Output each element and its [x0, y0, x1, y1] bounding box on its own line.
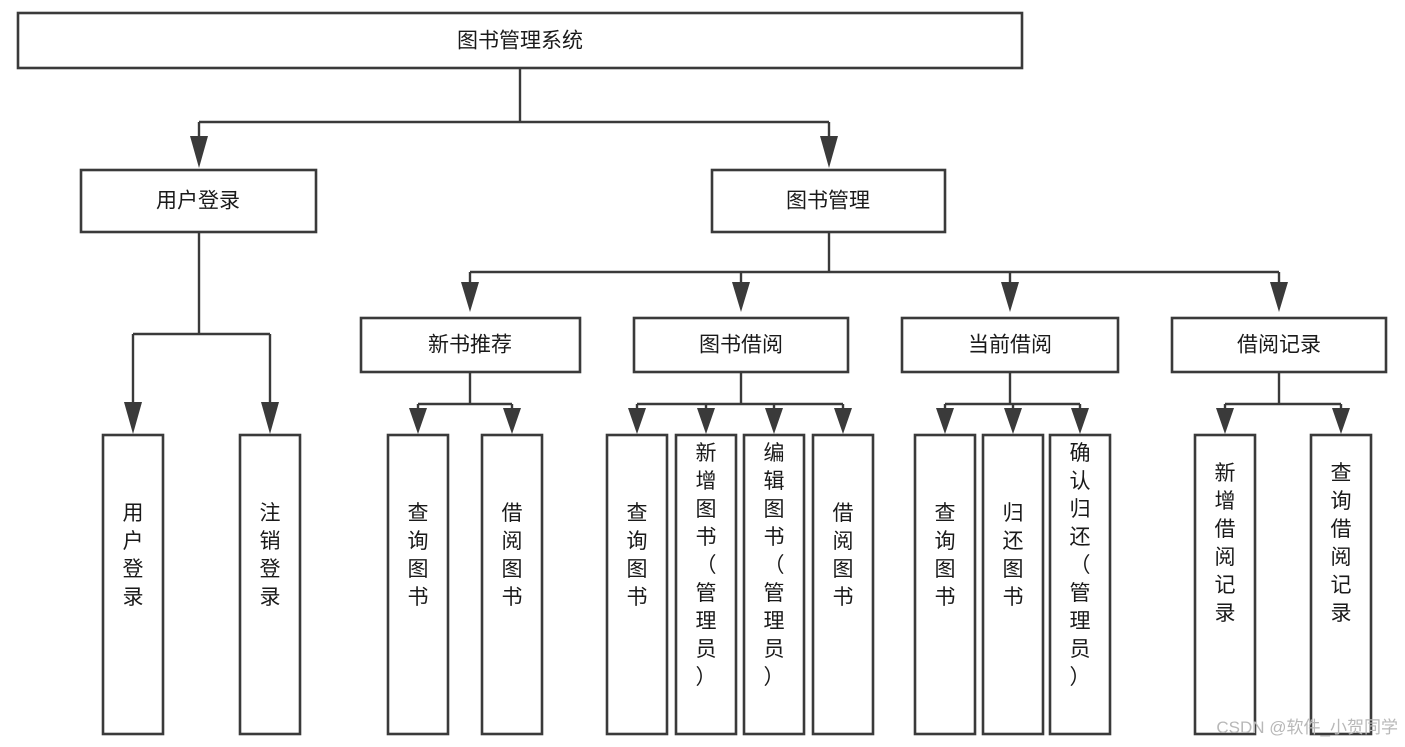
node-label-leaf-user-login: 用户登录 — [123, 502, 144, 609]
node-user-login[interactable]: 用户登录 — [79, 168, 318, 234]
node-box-leaf-query-book-1[interactable] — [386, 433, 450, 736]
node-book-borrow[interactable]: 图书借阅 — [632, 316, 850, 374]
node-box-leaf-logout-login[interactable] — [238, 433, 302, 736]
arrow-head-leaf-query-book-1 — [409, 408, 427, 434]
node-box-leaf-edit-book[interactable] — [742, 433, 806, 736]
leaf-node-add-record[interactable]: 新增借阅记录 — [1193, 433, 1257, 736]
node-label-leaf-return-book: 归还图书 — [1003, 502, 1024, 609]
node-box-leaf-borrow-book-1[interactable] — [480, 433, 544, 736]
connector-group-borrow-record — [1216, 372, 1350, 434]
node-label-leaf-confirm-return: 确认归还（管理员） — [1070, 442, 1091, 689]
node-box-leaf-query-book-3[interactable] — [913, 433, 977, 736]
leaf-node-query-record[interactable]: 查询借阅记录 — [1309, 433, 1373, 736]
arrow-head-leaf-edit-book — [765, 408, 783, 434]
node-box-borrow-record[interactable] — [1170, 316, 1388, 374]
leaf-node-logout-login[interactable]: 注销登录 — [238, 433, 302, 736]
node-box-current-borrow[interactable] — [900, 316, 1120, 374]
arrow-head-new-book-recommend — [461, 282, 479, 312]
leaf-node-borrow-book-1[interactable]: 借阅图书 — [480, 433, 544, 736]
arrow-head-leaf-logout-login — [261, 402, 279, 434]
node-book-management[interactable]: 图书管理 — [710, 168, 947, 234]
arrow-head-book-borrow — [732, 282, 750, 312]
node-label-book-borrow: 图书借阅 — [699, 334, 783, 357]
node-label-leaf-add-record: 新增借阅记录 — [1215, 462, 1236, 625]
arrow-head-leaf-add-book — [697, 408, 715, 434]
leaf-node-add-book[interactable]: 新增图书（管理员） — [674, 433, 738, 736]
connector-group-userlogin — [124, 232, 279, 434]
node-label-borrow-record: 借阅记录 — [1237, 334, 1321, 357]
connector-group-root — [190, 68, 838, 168]
node-current-borrow[interactable]: 当前借阅 — [900, 316, 1120, 374]
node-label-leaf-query-book-2: 查询图书 — [627, 502, 648, 609]
arrow-head-current-borrow — [1001, 282, 1019, 312]
node-label-leaf-borrow-book-1: 借阅图书 — [502, 502, 523, 609]
node-box-book-borrow[interactable] — [632, 316, 850, 374]
arrow-head-userlogin — [190, 136, 208, 168]
node-label-leaf-borrow-book-2: 借阅图书 — [833, 502, 854, 609]
node-new-book-recommend[interactable]: 新书推荐 — [359, 316, 582, 374]
arrow-head-borrow-record — [1270, 282, 1288, 312]
node-box-book-management[interactable] — [710, 168, 947, 234]
arrow-head-leaf-query-book-3 — [936, 408, 954, 434]
node-label-leaf-add-book: 新增图书（管理员） — [696, 442, 717, 689]
arrow-head-leaf-borrow-book-1 — [503, 408, 521, 434]
node-root-system[interactable]: 图书管理系统 — [16, 11, 1024, 70]
node-box-leaf-add-book[interactable] — [674, 433, 738, 736]
leaf-node-query-book-3[interactable]: 查询图书 — [913, 433, 977, 736]
node-label-book-management: 图书管理 — [786, 190, 870, 213]
node-label-new-book-recommend: 新书推荐 — [428, 334, 512, 357]
node-label-root: 图书管理系统 — [457, 30, 583, 53]
arrow-head-leaf-user-login — [124, 402, 142, 434]
node-label-leaf-query-book-1: 查询图书 — [408, 502, 429, 609]
node-box-leaf-query-record[interactable] — [1309, 433, 1373, 736]
leaf-node-edit-book[interactable]: 编辑图书（管理员） — [742, 433, 806, 736]
leaf-node-confirm-return[interactable]: 确认归还（管理员） — [1048, 433, 1112, 736]
node-label-leaf-query-book-3: 查询图书 — [935, 502, 956, 609]
connector-group-new-book-recommend — [409, 372, 521, 434]
leaf-node-user-login[interactable]: 用户登录 — [101, 433, 165, 736]
node-label-current-borrow: 当前借阅 — [968, 334, 1052, 357]
arrow-head-leaf-borrow-book-2 — [834, 408, 852, 434]
node-label-leaf-edit-book: 编辑图书（管理员） — [764, 442, 785, 689]
node-box-leaf-return-book[interactable] — [981, 433, 1045, 736]
node-box-leaf-query-book-2[interactable] — [605, 433, 669, 736]
node-label-user-login: 用户登录 — [156, 190, 240, 213]
node-box-user-login[interactable] — [79, 168, 318, 234]
node-box-root[interactable] — [16, 11, 1024, 70]
arrow-head-leaf-query-record — [1332, 408, 1350, 434]
leaf-node-borrow-book-2[interactable]: 借阅图书 — [811, 433, 875, 736]
arrow-head-leaf-query-book-2 — [628, 408, 646, 434]
leaf-node-return-book[interactable]: 归还图书 — [981, 433, 1045, 736]
node-box-leaf-add-record[interactable] — [1193, 433, 1257, 736]
connector-group-book-borrow — [628, 372, 852, 434]
arrow-head-leaf-add-record — [1216, 408, 1234, 434]
arrow-head-bookmgmt — [820, 136, 838, 168]
leaf-node-query-book-1[interactable]: 查询图书 — [386, 433, 450, 736]
arrow-head-leaf-confirm-return — [1071, 408, 1089, 434]
connector-group-current-borrow — [936, 372, 1089, 434]
node-box-leaf-borrow-book-2[interactable] — [811, 433, 875, 736]
node-label-leaf-logout-login: 注销登录 — [260, 502, 281, 609]
csdn-watermark: CSDN @软件_小贺同学 — [1216, 718, 1398, 737]
leaf-node-query-book-2[interactable]: 查询图书 — [605, 433, 669, 736]
node-box-leaf-confirm-return[interactable] — [1048, 433, 1112, 736]
arrow-head-leaf-return-book — [1004, 408, 1022, 434]
node-label-leaf-query-record: 查询借阅记录 — [1331, 462, 1352, 625]
connector-group-bookmgmt — [461, 232, 1288, 312]
node-box-leaf-user-login[interactable] — [101, 433, 165, 736]
node-borrow-record[interactable]: 借阅记录 — [1170, 316, 1388, 374]
node-box-new-book-recommend[interactable] — [359, 316, 582, 374]
